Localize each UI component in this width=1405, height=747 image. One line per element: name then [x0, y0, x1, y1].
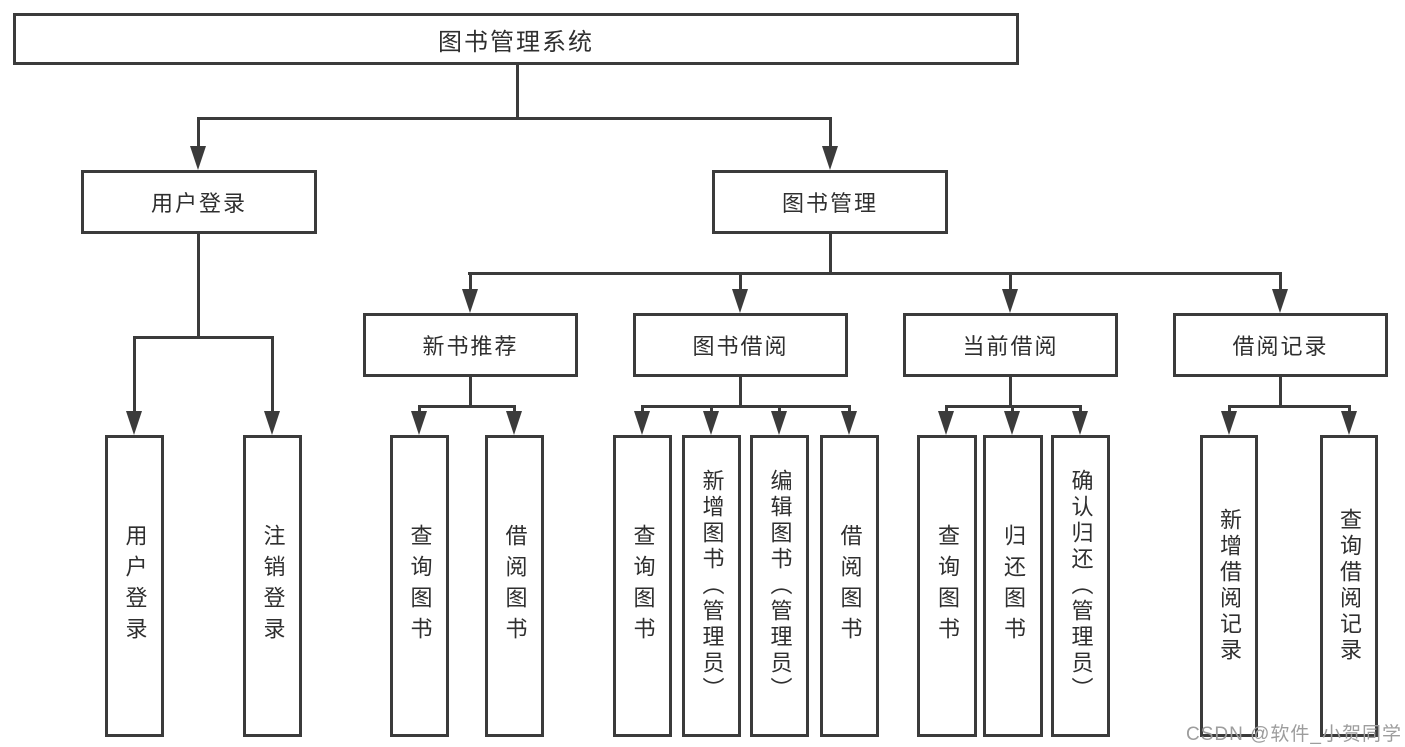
arrowhead-cb-query-icon — [938, 411, 954, 435]
connector-br-stem — [1279, 377, 1282, 405]
node-bb-edit-books-admin: 编辑图书（管理员） — [750, 435, 809, 737]
arrowhead-current-borrowing-icon — [1002, 289, 1018, 313]
node-label: 查询图书 — [630, 524, 656, 648]
arrowhead-nbr-query-icon — [411, 411, 427, 435]
connector-to-borrowing-records — [1279, 272, 1282, 291]
node-label: 借阅记录 — [1232, 334, 1329, 359]
node-current-borrowing: 当前借阅 — [903, 313, 1118, 377]
connector-to-nbr-query — [418, 405, 421, 415]
connector-to-current-borrowing — [1009, 272, 1012, 291]
node-bb-add-books-admin: 新增图书（管理员） — [682, 435, 741, 737]
connector-to-bb-query — [641, 405, 644, 415]
arrowhead-logout-leaf-icon — [264, 411, 280, 435]
connector-root-to-user-login — [197, 117, 200, 147]
node-logout: 注销登录 — [243, 435, 302, 737]
node-label: 新书推荐 — [422, 334, 519, 359]
node-label: 确认归还（管理员） — [1068, 469, 1094, 703]
node-nbr-query-books: 查询图书 — [390, 435, 449, 737]
connector-to-bb-add — [710, 405, 713, 415]
node-label: 借阅图书 — [837, 524, 863, 648]
connector-to-nbr-borrow — [513, 405, 516, 415]
arrowhead-user-login-leaf-icon — [126, 411, 142, 435]
connector-bb-bar — [641, 405, 850, 408]
arrowhead-br-add-icon — [1221, 411, 1237, 435]
node-label: 图书管理系统 — [438, 28, 594, 56]
arrowhead-bb-add-icon — [703, 411, 719, 435]
arrowhead-new-book-recommend-icon — [462, 289, 478, 313]
node-label: 用户登录 — [150, 191, 247, 216]
connector-bb-stem — [739, 377, 742, 405]
node-new-book-recommend: 新书推荐 — [363, 313, 578, 377]
node-label: 新增图书（管理员） — [699, 469, 725, 703]
connector-root-bar — [197, 117, 832, 120]
node-borrowing-records: 借阅记录 — [1173, 313, 1388, 377]
csdn-watermark: CSDN @软件_小贺同学 — [1186, 724, 1402, 745]
connector-nbr-bar — [418, 405, 516, 408]
connector-to-new-book-recommend — [469, 272, 472, 291]
connector-user-login-bar — [133, 336, 274, 339]
arrowhead-bb-edit-icon — [771, 411, 787, 435]
arrowhead-bb-query-icon — [634, 411, 650, 435]
node-label: 查询图书 — [407, 524, 433, 648]
connector-root-stem — [516, 65, 519, 117]
connector-to-br-add — [1228, 405, 1231, 415]
node-label: 图书借阅 — [692, 334, 789, 359]
connector-to-book-borrowing — [739, 272, 742, 291]
arrowhead-nbr-borrow-icon — [506, 411, 522, 435]
node-library-management-system: 图书管理系统 — [13, 13, 1019, 65]
node-bb-query-books: 查询图书 — [613, 435, 672, 737]
arrowhead-borrowing-records-icon — [1272, 289, 1288, 313]
connector-book-management-bar — [468, 272, 1282, 275]
arrowhead-bb-borrow-icon — [841, 411, 857, 435]
node-label: 编辑图书（管理员） — [767, 469, 793, 703]
node-label: 当前借阅 — [962, 334, 1059, 359]
connector-to-cb-query — [945, 405, 948, 415]
connector-to-cb-return — [1011, 405, 1014, 415]
connector-cb-stem — [1009, 377, 1012, 405]
node-nbr-borrow-books: 借阅图书 — [485, 435, 544, 737]
node-book-borrowing: 图书借阅 — [633, 313, 848, 377]
node-label: 新增借阅记录 — [1217, 508, 1242, 664]
node-label: 归还图书 — [1001, 524, 1026, 648]
connector-to-br-query — [1348, 405, 1351, 415]
node-bb-borrow-books: 借阅图书 — [820, 435, 879, 737]
node-cb-confirm-return-admin: 确认归还（管理员） — [1051, 435, 1110, 737]
node-user-login-group: 用户登录 — [81, 170, 317, 234]
connector-to-bb-borrow — [848, 405, 851, 415]
connector-br-bar — [1228, 405, 1351, 408]
connector-user-login-stem — [197, 234, 200, 336]
connector-nbr-stem — [469, 377, 472, 405]
connector-to-user-login-leaf — [133, 336, 136, 412]
arrowhead-cb-return-icon — [1004, 411, 1020, 435]
node-cb-return-books: 归还图书 — [983, 435, 1043, 737]
node-book-management: 图书管理 — [712, 170, 948, 234]
arrowhead-book-management-icon — [822, 146, 838, 170]
node-br-query-record: 查询借阅记录 — [1320, 435, 1378, 737]
connector-to-logout-leaf — [271, 336, 274, 412]
node-label: 借阅图书 — [502, 524, 528, 648]
arrowhead-cb-confirm-icon — [1072, 411, 1088, 435]
connector-to-cb-confirm — [1079, 405, 1082, 415]
node-br-add-record: 新增借阅记录 — [1200, 435, 1258, 737]
node-label: 查询图书 — [935, 524, 960, 648]
connector-book-management-stem — [829, 234, 832, 272]
node-label: 用户登录 — [122, 524, 148, 648]
node-label: 图书管理 — [781, 191, 878, 216]
connector-to-bb-edit — [778, 405, 781, 415]
node-user-login: 用户登录 — [105, 435, 164, 737]
node-label: 注销登录 — [260, 524, 286, 648]
node-label: 查询借阅记录 — [1337, 508, 1362, 664]
arrowhead-user-login-icon — [190, 146, 206, 170]
arrowhead-book-borrowing-icon — [732, 289, 748, 313]
connector-root-to-book-management — [829, 117, 832, 147]
node-cb-query-books: 查询图书 — [917, 435, 977, 737]
arrowhead-br-query-icon — [1341, 411, 1357, 435]
